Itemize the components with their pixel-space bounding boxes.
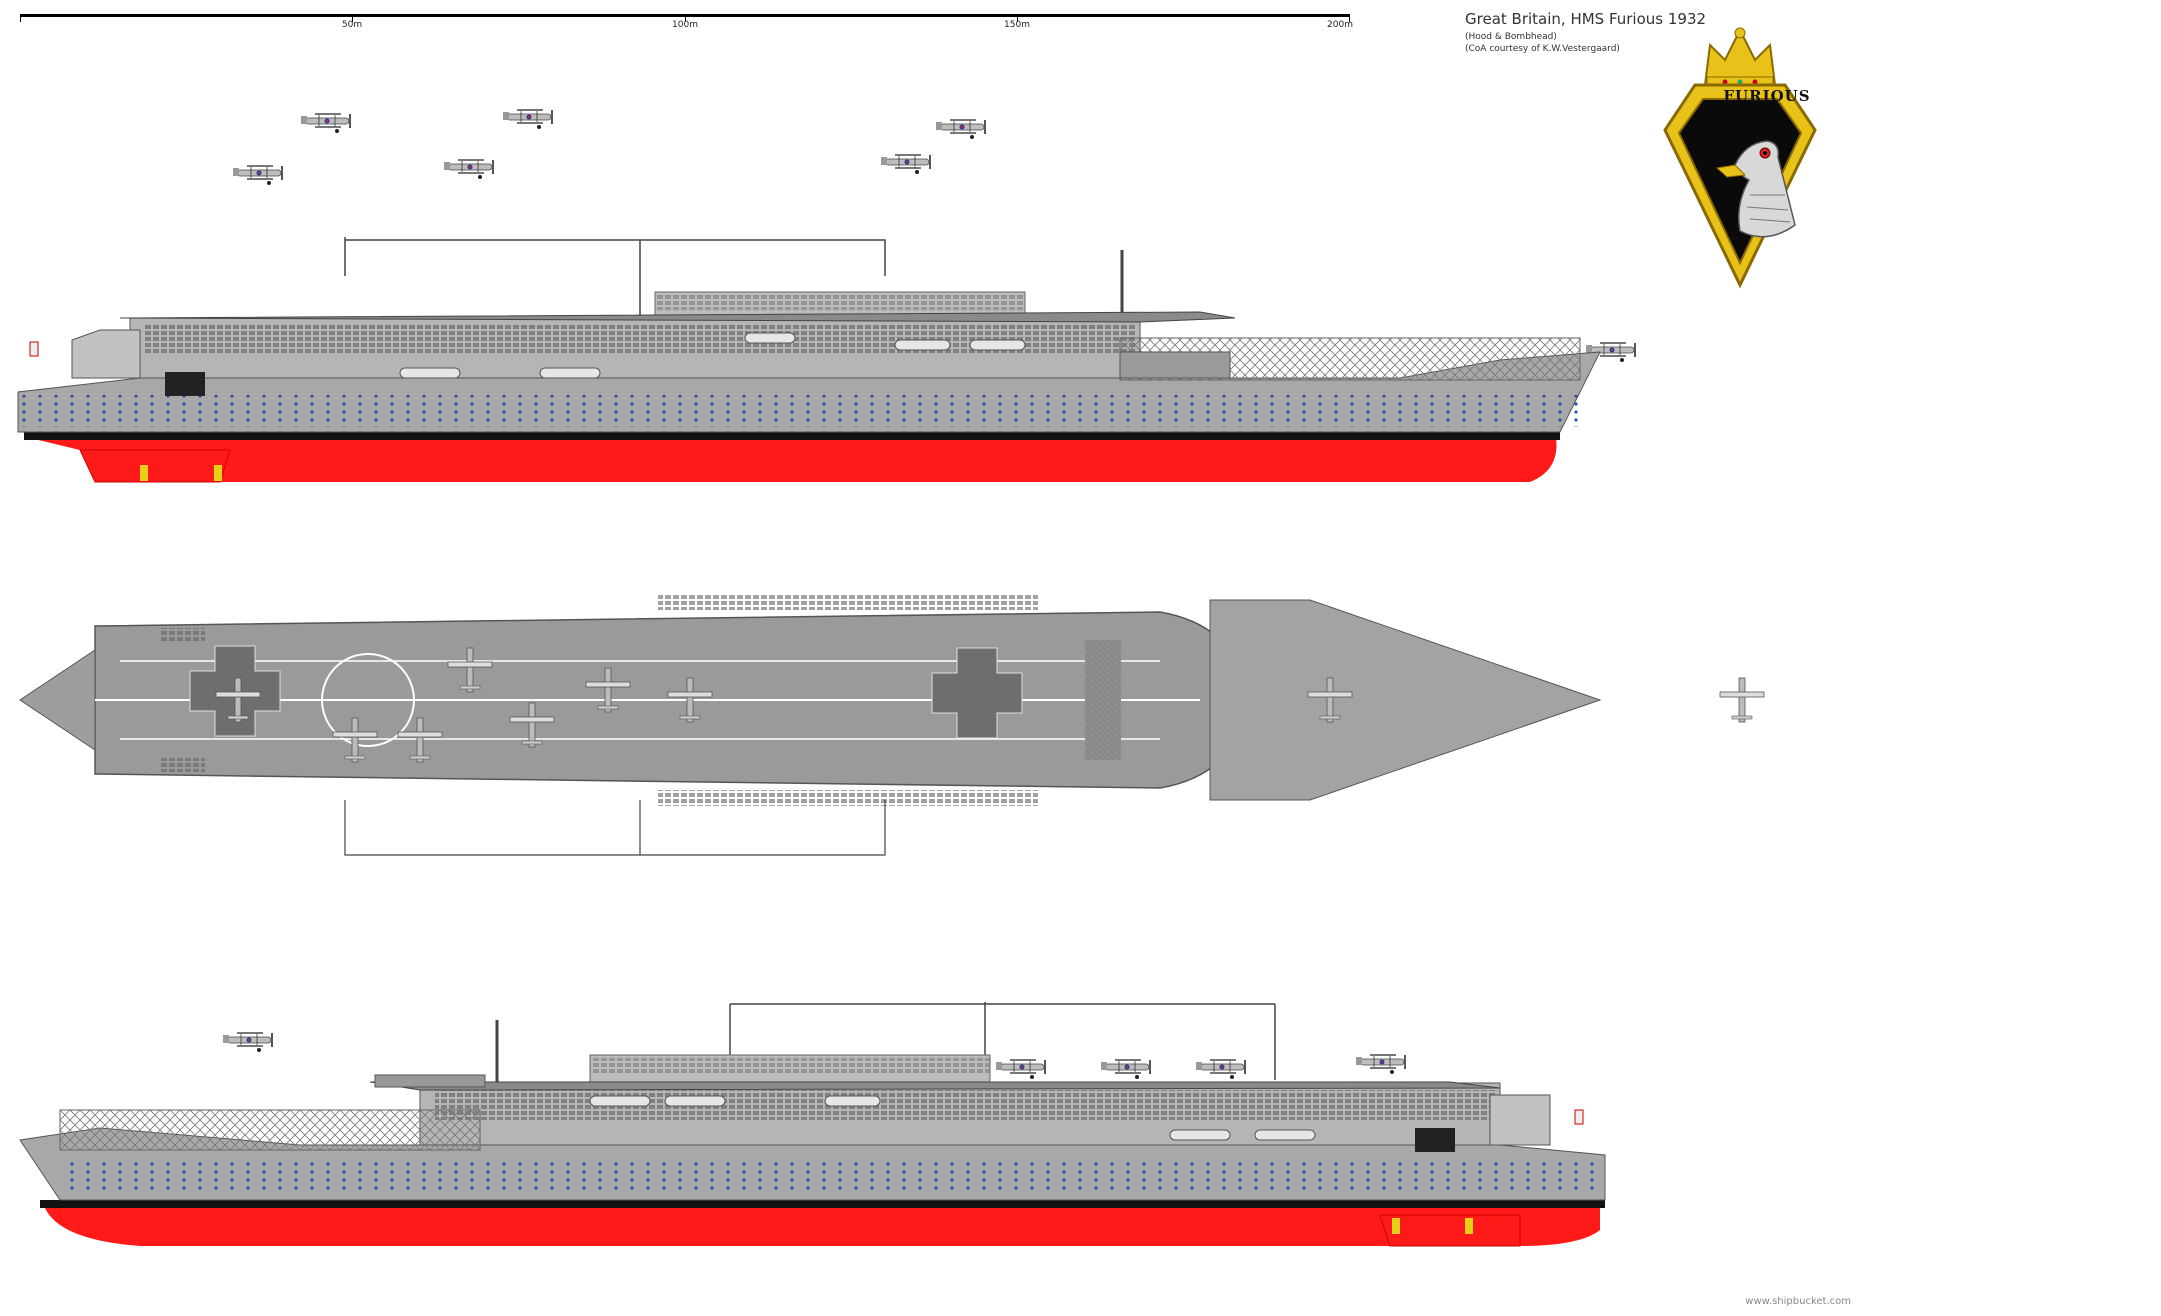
page-title: Great Britain, HMS Furious 1932 xyxy=(1465,10,1707,28)
profile-top-view xyxy=(17,108,1637,483)
scale-bar xyxy=(20,14,1350,22)
scale-label-100m: 100m xyxy=(672,20,698,30)
watermark: www.shipbucket.com xyxy=(1745,1296,1851,1307)
credit-coa: (CoA courtesy of K.W.Vestergaard) xyxy=(1465,44,1620,54)
scale-label-150m: 150m xyxy=(1004,20,1030,30)
scale-label-50m: 50m xyxy=(341,20,363,30)
ships-crest xyxy=(1663,27,1817,289)
plan-view xyxy=(19,594,1765,856)
title-block: Great Britain, HMS Furious 1932 (Hood & … xyxy=(1465,10,1706,54)
crest-name: FURIOUS xyxy=(1723,87,1811,105)
scale-label-200m: 200m xyxy=(1327,20,1353,30)
credit-authors: (Hood & Bombhead) xyxy=(1465,32,1557,42)
profile-bottom-view xyxy=(19,1002,1606,1247)
